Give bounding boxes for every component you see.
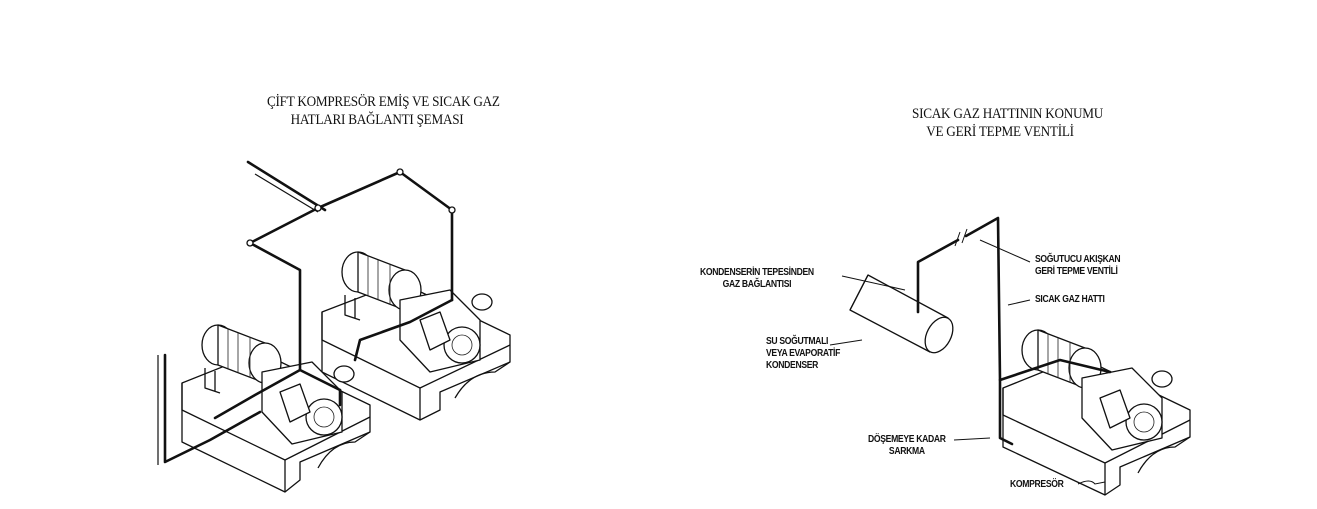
label-drop-line-1: DÖŞEMEYE KADAR bbox=[868, 433, 946, 445]
label-leaders bbox=[829, 239, 1106, 485]
right-title-line-1: SICAK GAZ HATTININ KONUMU bbox=[912, 106, 1104, 122]
label-drop-to-floor: DÖŞEMEYE KADAR SARKMA bbox=[868, 433, 946, 457]
label-condenser-top-line-1: KONDENSERİN TEPESİNDEN bbox=[700, 266, 814, 278]
label-condenser: SU SOĞUTMALI VEYA EVAPORATİF KONDENSER bbox=[766, 335, 840, 371]
hot-gas-line bbox=[916, 216, 1112, 446]
right-diagram-title: SICAK GAZ HATTININ KONUMU VE GERİ TEPME … bbox=[912, 105, 1104, 141]
label-hot-gas-line-text: SICAK GAZ HATTI bbox=[1035, 293, 1105, 305]
label-hot-gas-line: SICAK GAZ HATTI bbox=[1035, 293, 1105, 305]
condenser-cylinder bbox=[849, 274, 954, 354]
compressor-unit-front bbox=[181, 324, 371, 493]
left-diagram-title: ÇİFT KOMPRESÖR EMİŞ VE SICAK GAZ HATLARI… bbox=[267, 93, 500, 129]
compressor-unit-back bbox=[321, 251, 511, 421]
label-condenser-line-1: SU SOĞUTMALI bbox=[766, 335, 829, 347]
compressor-unit-right bbox=[1002, 329, 1191, 496]
label-compressor-text: KOMPRESÖR bbox=[1010, 478, 1064, 490]
label-condenser-line-2: VEYA EVAPORATİF bbox=[766, 347, 841, 359]
suction-and-hot-gas-piping bbox=[157, 160, 456, 465]
left-title-line-1: ÇİFT KOMPRESÖR EMİŞ VE SICAK GAZ bbox=[267, 94, 500, 110]
right-title-line-2: VE GERİ TEPME VENTİLİ bbox=[926, 124, 1074, 140]
left-title-line-2: HATLARI BAĞLANTI ŞEMASI bbox=[290, 112, 464, 128]
label-check-valve-line-2: GERİ TEPME VENTİLİ bbox=[1035, 265, 1118, 277]
label-check-valve: SOĞUTUCU AKIŞKAN GERİ TEPME VENTİLİ bbox=[1035, 253, 1121, 277]
label-compressor: KOMPRESÖR bbox=[1010, 478, 1064, 490]
label-condenser-top-line-2: GAZ BAĞLANTISI bbox=[722, 278, 792, 290]
label-check-valve-line-1: SOĞUTUCU AKIŞKAN bbox=[1035, 253, 1121, 265]
label-drop-line-2: SARKMA bbox=[888, 445, 925, 457]
label-condenser-top-connection: KONDENSERİN TEPESİNDEN GAZ BAĞLANTISI bbox=[700, 266, 814, 290]
label-condenser-line-3: KONDENSER bbox=[766, 359, 819, 371]
